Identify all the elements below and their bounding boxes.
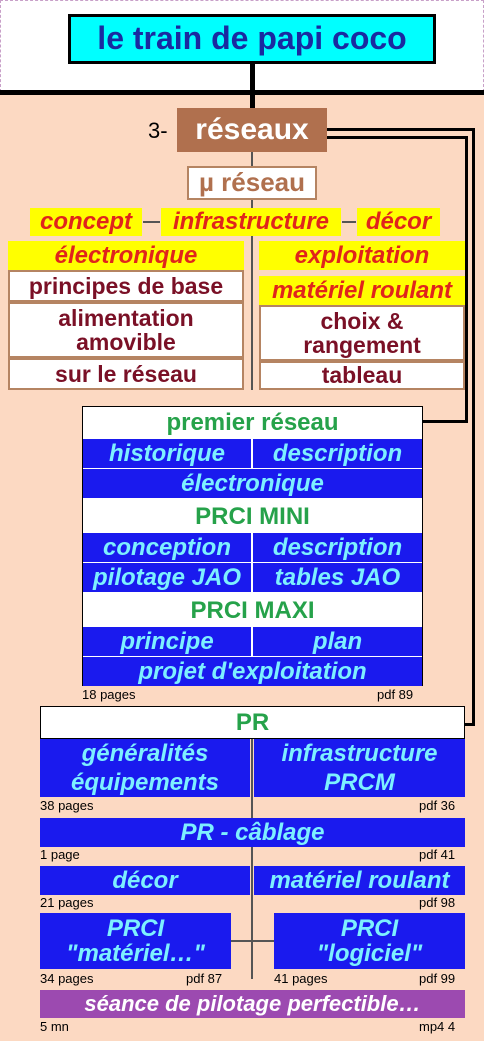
pr-infrastructure[interactable]: infrastructure <box>254 739 465 768</box>
right-conn-v <box>472 128 475 726</box>
maxi-plan[interactable]: plan <box>253 627 422 656</box>
pr-title[interactable]: PR <box>40 706 465 739</box>
premier-title[interactable]: premier réseau <box>83 407 422 439</box>
right-conn-premier <box>423 420 468 423</box>
right-conn-v2 <box>465 136 468 422</box>
mini-tables[interactable]: tables JAO <box>253 563 422 592</box>
right-conn-pr <box>465 723 475 726</box>
seance-format[interactable]: mp4 4 <box>419 1019 456 1034</box>
micro-decor[interactable]: décor <box>357 208 440 236</box>
pr-pages: 38 pages <box>40 798 94 813</box>
right-conn-h2 <box>327 136 467 139</box>
prci-mat-pdf[interactable]: pdf 87 <box>186 971 223 986</box>
premier-electronique[interactable]: électronique <box>83 469 422 498</box>
stem-3 <box>251 152 253 166</box>
micro-reseau[interactable]: µ réseau <box>187 166 317 200</box>
right-conn-h <box>327 128 474 131</box>
decor-pages: 21 pages <box>40 895 94 910</box>
maxi-projet[interactable]: projet d'exploitation <box>83 657 422 686</box>
micro-alimentation[interactable]: alimentation amovible <box>8 302 244 358</box>
stem-2 <box>250 94 255 109</box>
pr-prci-logiciel[interactable]: PRCI "logiciel" <box>274 913 465 969</box>
mini-pilotage[interactable]: pilotage JAO <box>83 563 251 592</box>
sep-2 <box>342 221 356 223</box>
pr-decor[interactable]: décor <box>40 866 250 895</box>
pr-prci-materiel[interactable]: PRCI "matériel…" <box>40 913 231 969</box>
section-reseaux[interactable]: réseaux <box>177 108 327 152</box>
cablage-pages: 1 page <box>40 847 80 862</box>
pr-center-line <box>251 739 253 979</box>
mini-conception[interactable]: conception <box>83 533 251 562</box>
section-number: 3- <box>148 118 168 143</box>
micro-concept[interactable]: concept <box>30 208 142 236</box>
mini-title[interactable]: PRCI MINI <box>83 501 422 533</box>
micro-exploitation[interactable]: exploitation <box>259 241 465 270</box>
premier-historique[interactable]: historique <box>83 439 251 468</box>
micro-materiel[interactable]: matériel roulant <box>259 276 465 305</box>
prci-log-pdf[interactable]: pdf 99 <box>419 971 456 986</box>
prci-mat-pages: 34 pages <box>40 971 94 986</box>
micro-tableau[interactable]: tableau <box>259 361 465 390</box>
prci-log-pages: 41 pages <box>274 971 328 986</box>
decor-pdf[interactable]: pdf 98 <box>419 895 456 910</box>
stem-4 <box>251 200 253 390</box>
pr-equipements[interactable]: équipements <box>40 768 250 797</box>
seance-length: 5 mn <box>40 1019 69 1034</box>
micro-infrastructure[interactable]: infrastructure <box>161 208 341 236</box>
pr-seance[interactable]: séance de pilotage perfectible… <box>40 990 465 1018</box>
sep-1 <box>143 221 160 223</box>
micro-electronique[interactable]: électronique <box>8 241 244 270</box>
pr-materiel[interactable]: matériel roulant <box>254 866 465 895</box>
maxi-title[interactable]: PRCI MAXI <box>83 595 422 627</box>
cablage-pdf[interactable]: pdf 41 <box>419 847 456 862</box>
pr-generalites[interactable]: généralités <box>40 739 250 768</box>
pr-pdf[interactable]: pdf 36 <box>419 798 456 813</box>
pr-cablage[interactable]: PR - câblage <box>40 818 465 847</box>
maxi-principe[interactable]: principe <box>83 627 251 656</box>
micro-principes[interactable]: principes de base <box>8 270 244 302</box>
premier-description[interactable]: description <box>253 439 422 468</box>
premier-pages: 18 pages <box>82 687 136 702</box>
site-title[interactable]: le train de papi coco <box>68 14 436 64</box>
micro-sur-reseau[interactable]: sur le réseau <box>8 358 244 390</box>
premier-pdf[interactable]: pdf 89 <box>377 687 414 702</box>
micro-choix[interactable]: choix & rangement <box>259 305 465 361</box>
top-bar <box>0 90 484 95</box>
title-stem <box>250 64 255 94</box>
prci-connector <box>231 940 274 942</box>
pr-prcm[interactable]: PRCM <box>254 768 465 797</box>
mini-description[interactable]: description <box>253 533 422 562</box>
